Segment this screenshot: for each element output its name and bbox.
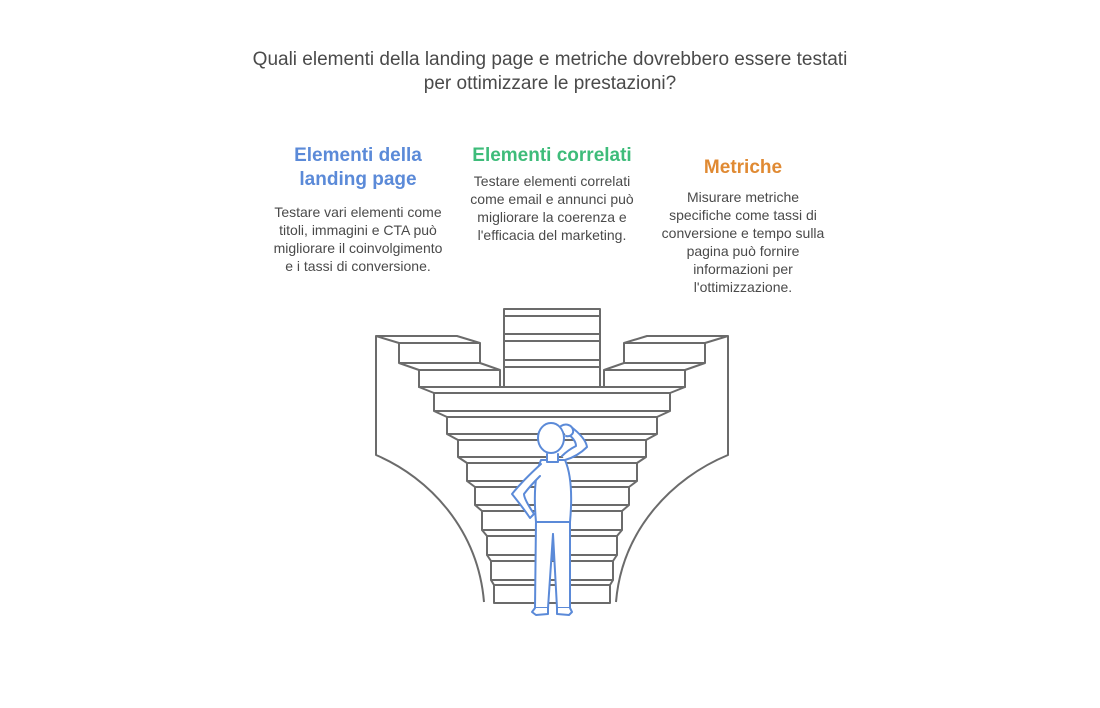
- column-heading: Elementi della landing page: [294, 145, 422, 190]
- step-8: [490, 560, 614, 581]
- left-step-2: [418, 370, 501, 388]
- central-tower: [503, 308, 601, 388]
- left-wall-top: [375, 335, 481, 344]
- column-metrics: Metriche Misurare metriche specifiche co…: [658, 156, 828, 296]
- page-title: Quali elementi della landing page e metr…: [252, 49, 848, 94]
- right-wall-outline: [615, 336, 729, 603]
- column-text: Testare elementi correlati come email e …: [470, 173, 634, 243]
- step-1: [433, 392, 671, 412]
- column-text: Misurare metriche specifiche come tassi …: [661, 189, 825, 295]
- step-9: [493, 584, 611, 604]
- column-landing-page-elements: Elementi della landing page Testare vari…: [272, 144, 444, 275]
- person-thinking-icon: [511, 422, 588, 616]
- column-heading: Elementi correlati: [472, 145, 632, 166]
- left-step-1: [398, 343, 481, 364]
- left-step-2-top: [398, 362, 501, 371]
- right-wall-top: [623, 335, 729, 344]
- left-wall-outline: [375, 336, 485, 603]
- column-heading: Metriche: [703, 157, 783, 178]
- column-text: Testare vari elementi come titoli, immag…: [273, 204, 443, 274]
- right-step-2: [603, 370, 686, 388]
- right-step-1: [623, 343, 706, 364]
- column-related-elements: Elementi correlati Testare elementi corr…: [463, 144, 641, 244]
- right-step-2-top: [603, 362, 706, 371]
